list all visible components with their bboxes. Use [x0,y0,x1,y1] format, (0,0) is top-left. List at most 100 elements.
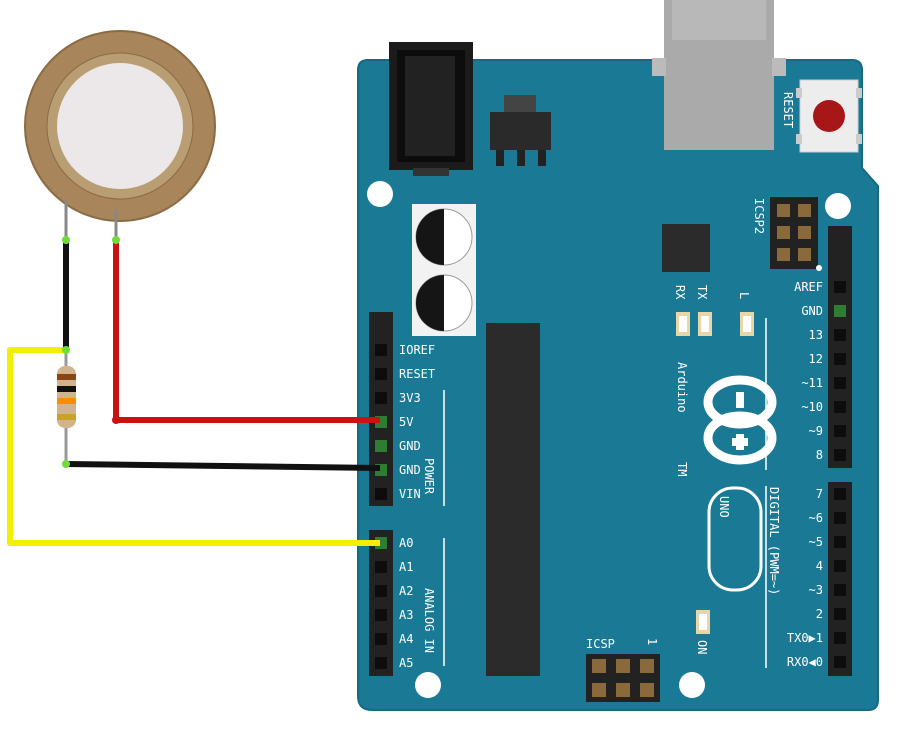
pin-label: ~9 [809,424,823,438]
header-pin [375,585,387,597]
icsp-pin1-label: 1 [645,638,659,645]
uno-label: UNO [717,496,731,518]
header-pin [834,536,846,548]
pin-label: ~11 [801,376,823,390]
icsp-header [586,654,660,702]
piezo-inner-disc [57,63,183,189]
mounting-hole [367,181,393,207]
wire-joint [112,416,120,424]
header-pin [834,488,846,500]
analog-group-label: ANALOG IN [422,588,436,653]
uno-badge [707,486,763,592]
led-tx [698,312,712,336]
header-pin [375,657,387,669]
pin-label: ~5 [809,535,823,549]
header-pin [834,353,846,365]
pin-label: 12 [809,352,823,366]
wires [7,236,381,546]
header-pin [834,425,846,437]
pin-label: RESET [399,367,435,381]
pin-label: A2 [399,584,413,598]
digital-group-label: DIGITAL (PWM=~) [767,487,781,595]
header-pin [834,584,846,596]
pin-label: GND [399,439,421,453]
analog-header [369,530,393,676]
capacitor [412,204,476,270]
mounting-hole [825,193,851,219]
wire-joint [62,346,70,354]
pin-label: A5 [399,656,413,670]
header-pin [834,401,846,413]
pin-label: 13 [809,328,823,342]
pin-label: 2 [816,607,823,621]
l-label: L [737,292,751,299]
pin-label: A1 [399,560,413,574]
header-pin [834,449,846,461]
digital-header-bottom [828,482,852,676]
resistor [57,348,76,464]
led-rx [676,312,690,336]
header-pin [834,377,846,389]
wire-joint [62,460,70,468]
pin-label: A0 [399,536,413,550]
wire-joint [7,540,13,546]
pin-label: 3V3 [399,391,421,405]
icsp-label: ICSP [586,637,615,651]
pin-label: GND [399,463,421,477]
header-pin [375,488,387,500]
header-pin [834,512,846,524]
reset-button[interactable] [796,79,862,153]
pin-label: GND [801,304,823,318]
pin-label: 5V [399,415,413,429]
wire-black-gnd [65,461,381,471]
tx-label: TX [695,285,709,300]
pin-label: ~6 [809,511,823,525]
arduino-logo [703,375,777,465]
header-pin [834,560,846,572]
mounting-hole [415,672,441,698]
wire-joint [112,236,120,244]
dc-power-jack [389,42,473,176]
usb-chip [662,224,710,272]
pin-label: ~3 [809,583,823,597]
usb-connector [652,0,786,150]
arduino-logo-text: Arduino [675,362,689,413]
power-group-label: POWER [422,458,436,495]
reset-label: RESET [781,92,795,128]
wire-joint [62,236,70,244]
pin-label: A3 [399,608,413,622]
capacitor [412,270,476,336]
header-pin [375,440,387,452]
wire-red-5v [113,240,380,423]
header-pin [834,305,846,317]
wire-joint [7,347,13,353]
pin-label: 4 [816,559,823,573]
header-pin [375,561,387,573]
pin-label: VIN [399,487,421,501]
mounting-hole [679,672,705,698]
power-header [369,312,393,506]
header-pin [834,608,846,620]
header-pin [834,632,846,644]
pin-label: ~10 [801,400,823,414]
header-pin [375,344,387,356]
atmega-chip [486,323,540,676]
header-pin [375,609,387,621]
header-pin [834,281,846,293]
pin-label: AREF [794,280,823,294]
arduino-board: RESET ICSP 2 [357,0,879,711]
led-on [696,610,710,634]
led-l [740,312,754,336]
pin-label: 8 [816,448,823,462]
header-pin [375,633,387,645]
piezo-sensor [24,30,216,240]
pin-label: TX0▶1 [787,631,823,645]
pin-label: IOREF [399,343,435,357]
voltage-regulator [490,95,551,166]
header-pin [375,368,387,380]
on-label: ON [695,640,709,654]
pin-label: A4 [399,632,413,646]
pin-label: RX0◀0 [787,655,823,669]
wire-yellow-a0 [7,347,380,546]
